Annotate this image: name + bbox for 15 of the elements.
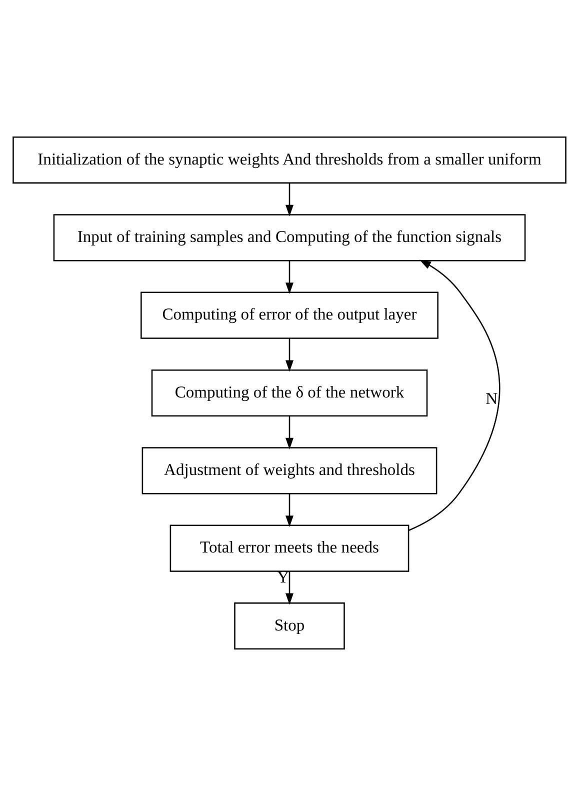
arrow <box>408 260 500 531</box>
node-box: Computing of the δ of the network <box>151 369 428 417</box>
node-box: Initialization of the synaptic weights And thresholds from a smaller uniform <box>12 136 566 184</box>
arrow <box>285 494 294 528</box>
edge-label: N <box>486 389 498 408</box>
arrow <box>285 416 294 450</box>
node-box: Stop <box>234 602 345 650</box>
node-box: Total error meets the needs <box>170 524 410 572</box>
arrow <box>285 338 294 372</box>
arrow <box>285 260 294 294</box>
arrow <box>285 183 294 216</box>
arrow <box>285 571 294 605</box>
node-box: Input of training samples and Computing of the function signals <box>53 214 526 262</box>
node-box: Adjustment of weights and thresholds <box>142 447 438 494</box>
node-box: Computing of error of the output layer <box>140 292 438 339</box>
